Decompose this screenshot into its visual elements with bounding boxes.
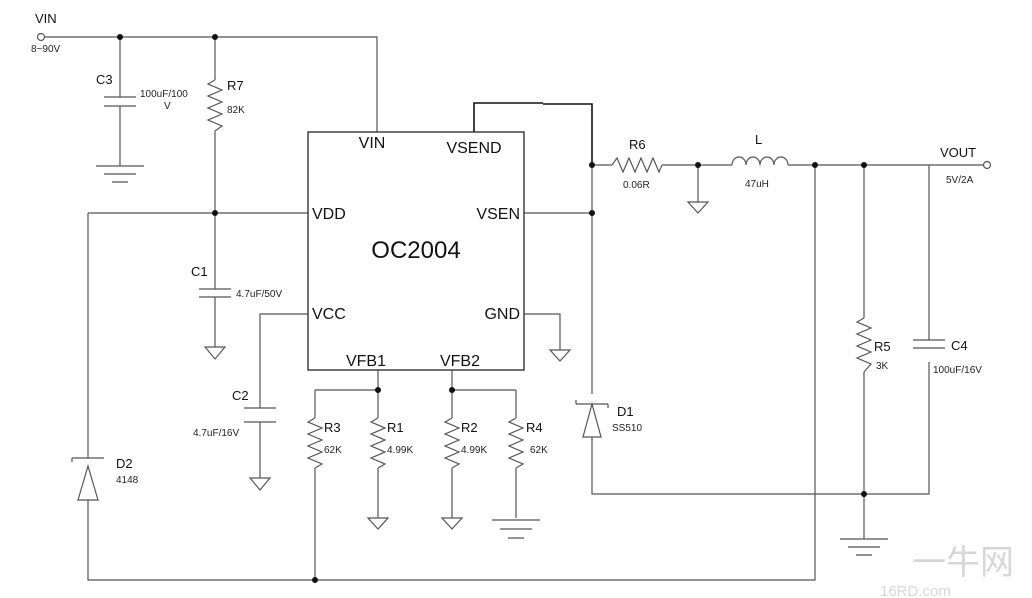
c2-value: 4.7uF/16V xyxy=(193,428,239,439)
r4-value: 62K xyxy=(530,445,548,456)
pin-vfb1: VFB1 xyxy=(346,353,386,370)
l-value: 47uH xyxy=(745,179,769,190)
r3-value: 62K xyxy=(324,445,342,456)
chip-name: OC2004 xyxy=(371,237,460,264)
watermark: 一牛网 16RD.com xyxy=(880,544,1014,598)
resistor-r4: R4 62K xyxy=(507,417,548,469)
pin-vcc: VCC xyxy=(312,306,346,323)
c1-value: 4.7uF/50V xyxy=(236,289,282,300)
resistor-r1: R1 4.99K xyxy=(369,417,413,469)
ground-c2 xyxy=(248,477,272,491)
diode-d2: D2 4148 xyxy=(71,456,139,501)
pin-vfb2: VFB2 xyxy=(440,353,480,370)
pin-vdd: VDD xyxy=(312,206,346,223)
ground-r1 xyxy=(366,517,390,530)
ground-r2 xyxy=(440,517,464,530)
resistor-r3: R3 62K xyxy=(306,417,342,469)
r1-value: 4.99K xyxy=(387,445,413,456)
resistor-r2: R2 4.99K xyxy=(443,417,487,469)
c4-value: 100uF/16V xyxy=(933,365,982,376)
r5-ref: R5 xyxy=(874,339,891,354)
ground-r6 xyxy=(686,201,710,214)
r2-value: 4.99K xyxy=(461,445,487,456)
pin-gnd: GND xyxy=(484,306,520,323)
diode-d1: D1 SS510 xyxy=(575,400,642,438)
r3-ref: R3 xyxy=(324,420,341,435)
r2-ref: R2 xyxy=(461,420,478,435)
r7-value: 82K xyxy=(227,105,245,116)
c3-value-2: V xyxy=(164,101,171,112)
vout-port: VOUT 5V/2A xyxy=(940,145,992,186)
c3-value: 100uF/100 xyxy=(140,89,188,100)
watermark-sub: 16RD.com xyxy=(880,583,951,598)
vout-value: 5V/2A xyxy=(946,175,974,186)
r4-ref: R4 xyxy=(526,420,543,435)
r5-value: 3K xyxy=(876,361,889,372)
resistor-r7: R7 82K xyxy=(206,78,245,132)
ground-c1 xyxy=(203,346,227,360)
d1-value: SS510 xyxy=(612,423,642,434)
vin-value: 8~90V xyxy=(31,44,61,55)
c4-ref: C4 xyxy=(951,338,968,353)
resistor-r6: R6 0.06R xyxy=(611,137,663,191)
r6-value: 0.06R xyxy=(623,180,650,191)
d1-ref: D1 xyxy=(617,404,634,419)
c1-ref: C1 xyxy=(191,264,208,279)
pin-vin: VIN xyxy=(359,135,386,152)
resistor-r5: R5 3K xyxy=(855,317,891,373)
pin-vsen: VSEN xyxy=(476,206,520,223)
junction-dots xyxy=(117,34,867,583)
vout-label: VOUT xyxy=(940,145,976,160)
c3-ref: C3 xyxy=(96,72,113,87)
d2-value: 4148 xyxy=(116,475,139,486)
vin-port: VIN 8~90V xyxy=(31,11,61,55)
capacitor-c1: C1 4.7uF/50V xyxy=(191,264,282,300)
inductor-l: L 47uH xyxy=(731,132,789,190)
pin-vsend: VSEND xyxy=(446,140,501,157)
ground-symbols xyxy=(96,165,888,556)
capacitor-c4: C4 100uF/16V xyxy=(913,338,982,376)
vin-label: VIN xyxy=(35,11,57,26)
watermark-main: 一牛网 xyxy=(912,544,1014,582)
d2-ref: D2 xyxy=(116,456,133,471)
l-ref: L xyxy=(755,132,762,147)
r1-ref: R1 xyxy=(387,420,404,435)
oc2004-chip: OC2004 VIN VSEND VDD VSEN VCC GND VFB1 V… xyxy=(307,131,525,371)
c2-ref: C2 xyxy=(232,388,249,403)
capacitor-c2: C2 4.7uF/16V xyxy=(193,388,276,439)
capacitor-c3: C3 100uF/100 V xyxy=(96,72,188,112)
ground-chip xyxy=(548,349,572,362)
r6-ref: R6 xyxy=(629,137,646,152)
r7-ref: R7 xyxy=(227,78,244,93)
